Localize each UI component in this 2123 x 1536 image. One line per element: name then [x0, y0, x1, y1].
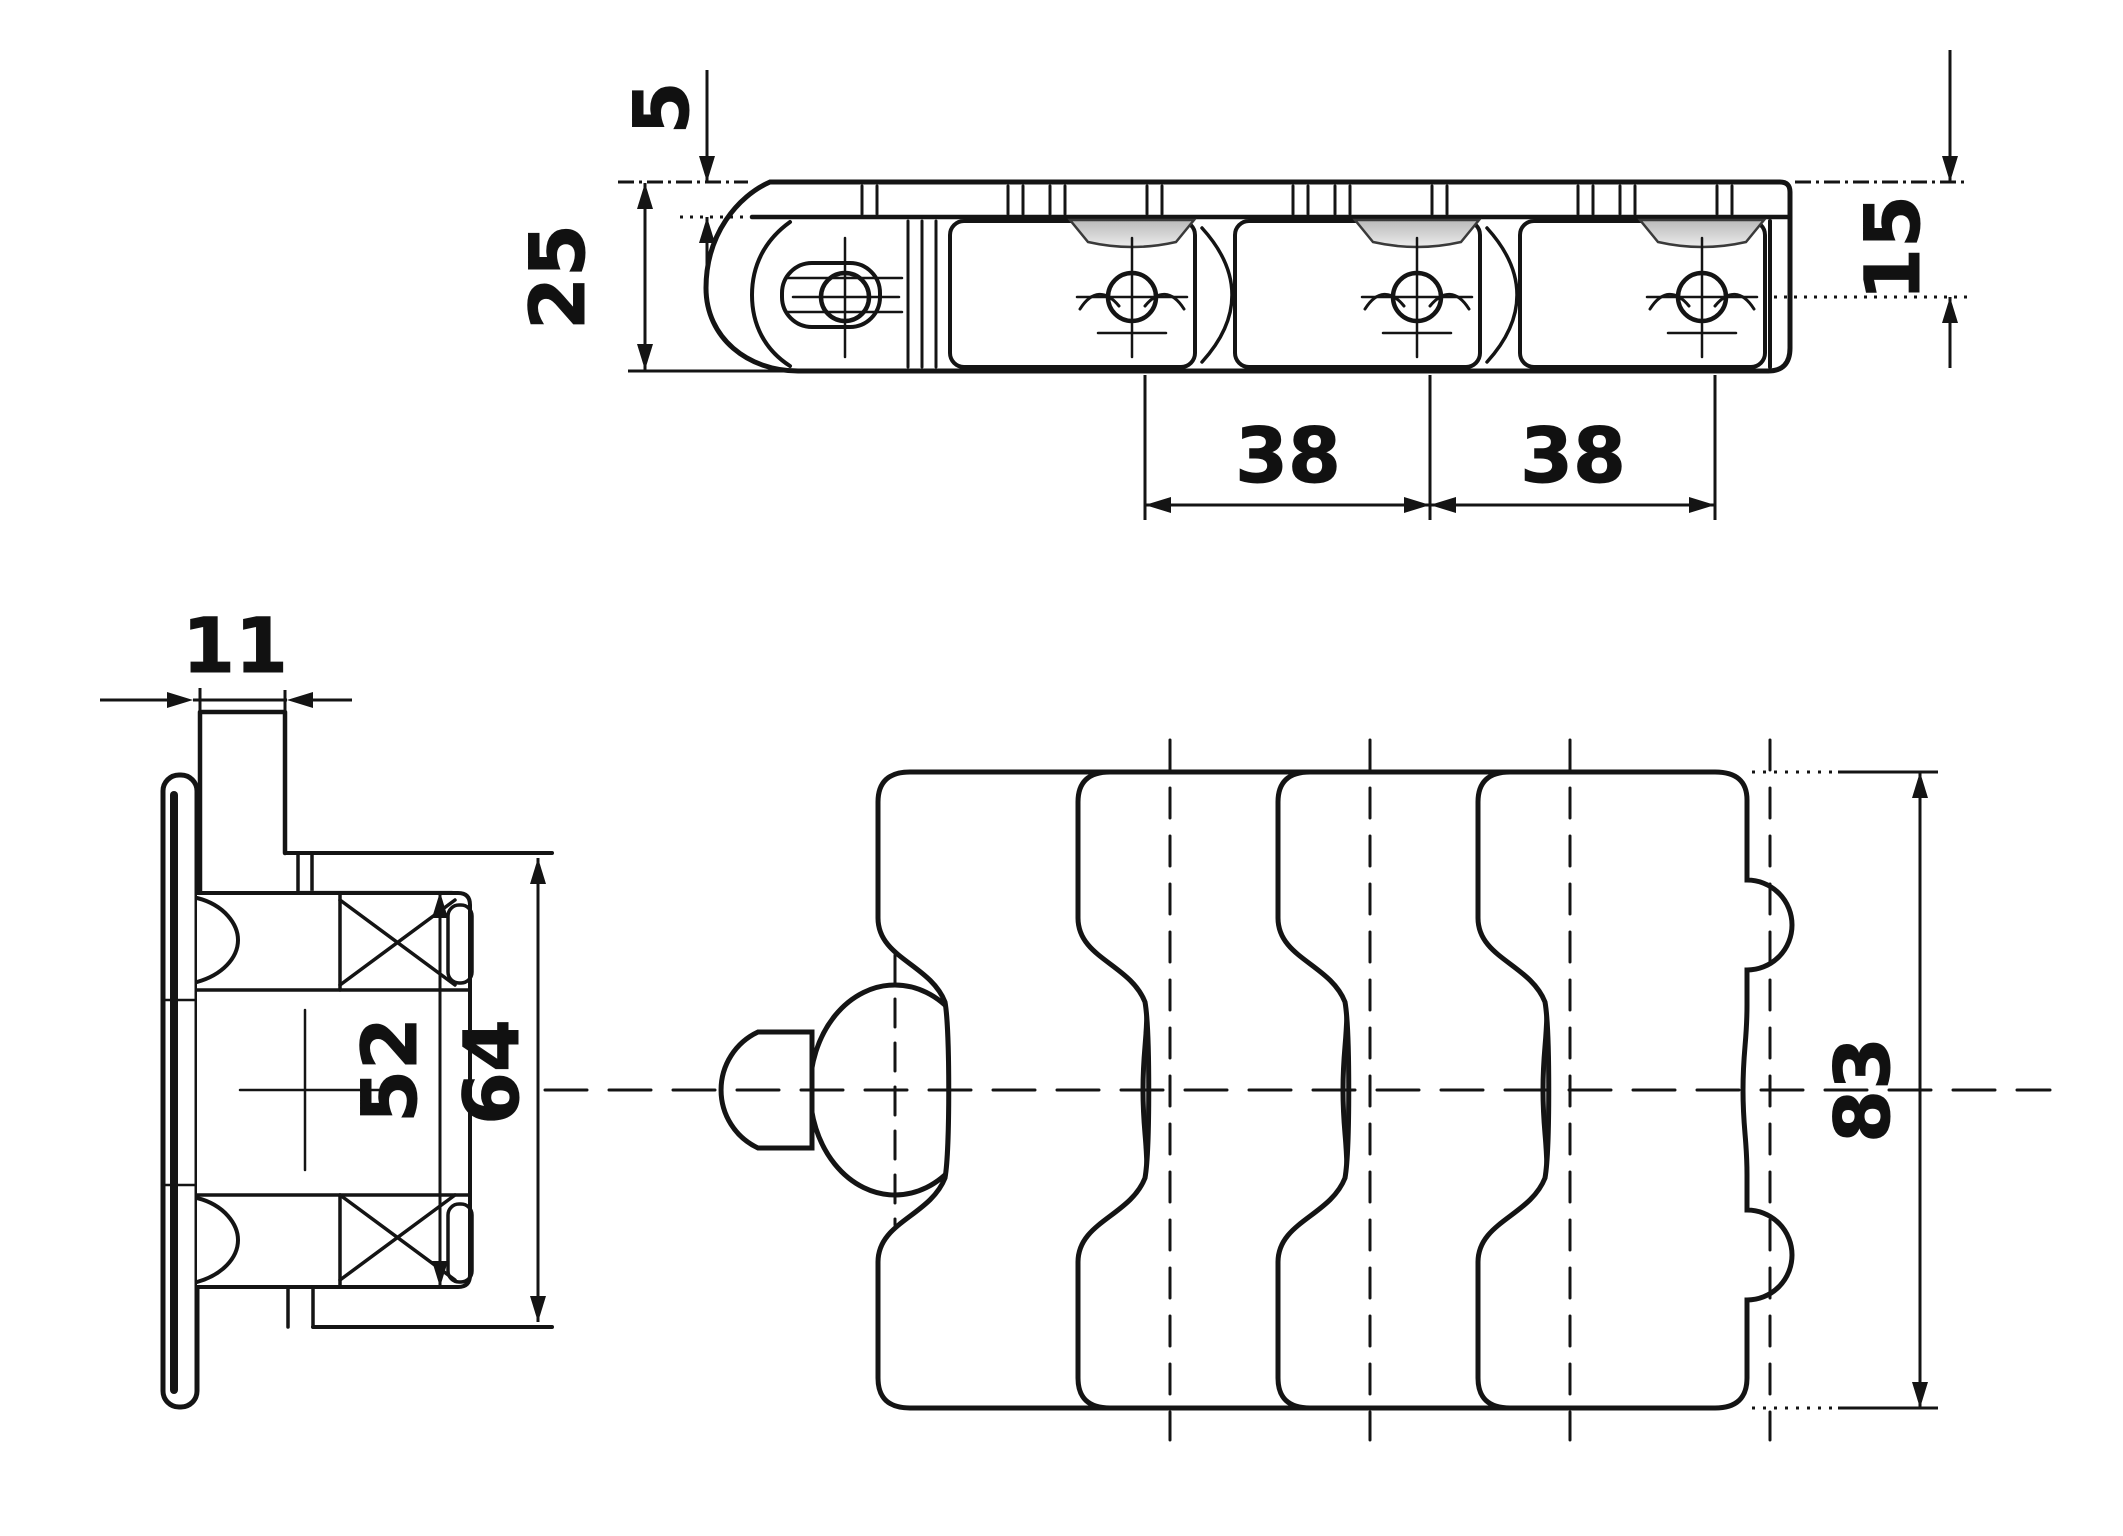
dim-pitch-b: 38 — [1520, 411, 1626, 500]
dim-pitch-a: 38 — [1235, 411, 1341, 500]
top-plate-gaps — [860, 184, 1734, 216]
section-view — [160, 709, 554, 1410]
center-lines — [543, 738, 2052, 1442]
plate-recesses — [1067, 218, 1767, 249]
end-link — [749, 220, 904, 368]
side-view-dimensions: 5 25 15 38 38 — [512, 50, 1968, 520]
pins — [1075, 236, 1759, 359]
dim-side-height: 25 — [513, 224, 602, 330]
dim-plate-width: 83 — [1818, 1037, 1907, 1143]
chain-outline — [703, 179, 1793, 374]
dim-pin-height: 15 — [1848, 195, 1937, 301]
section-dimensions: 11 52 64 — [100, 601, 546, 1322]
dim-inner-height: 52 — [345, 1017, 434, 1123]
dim-top-offset: 5 — [617, 82, 706, 135]
plan-view — [543, 738, 2052, 1442]
dim-outer-height: 64 — [447, 1019, 536, 1125]
side-view — [703, 179, 1793, 374]
plan-dimensions: 83 — [1752, 770, 1938, 1410]
dim-tab-width: 11 — [182, 601, 288, 690]
